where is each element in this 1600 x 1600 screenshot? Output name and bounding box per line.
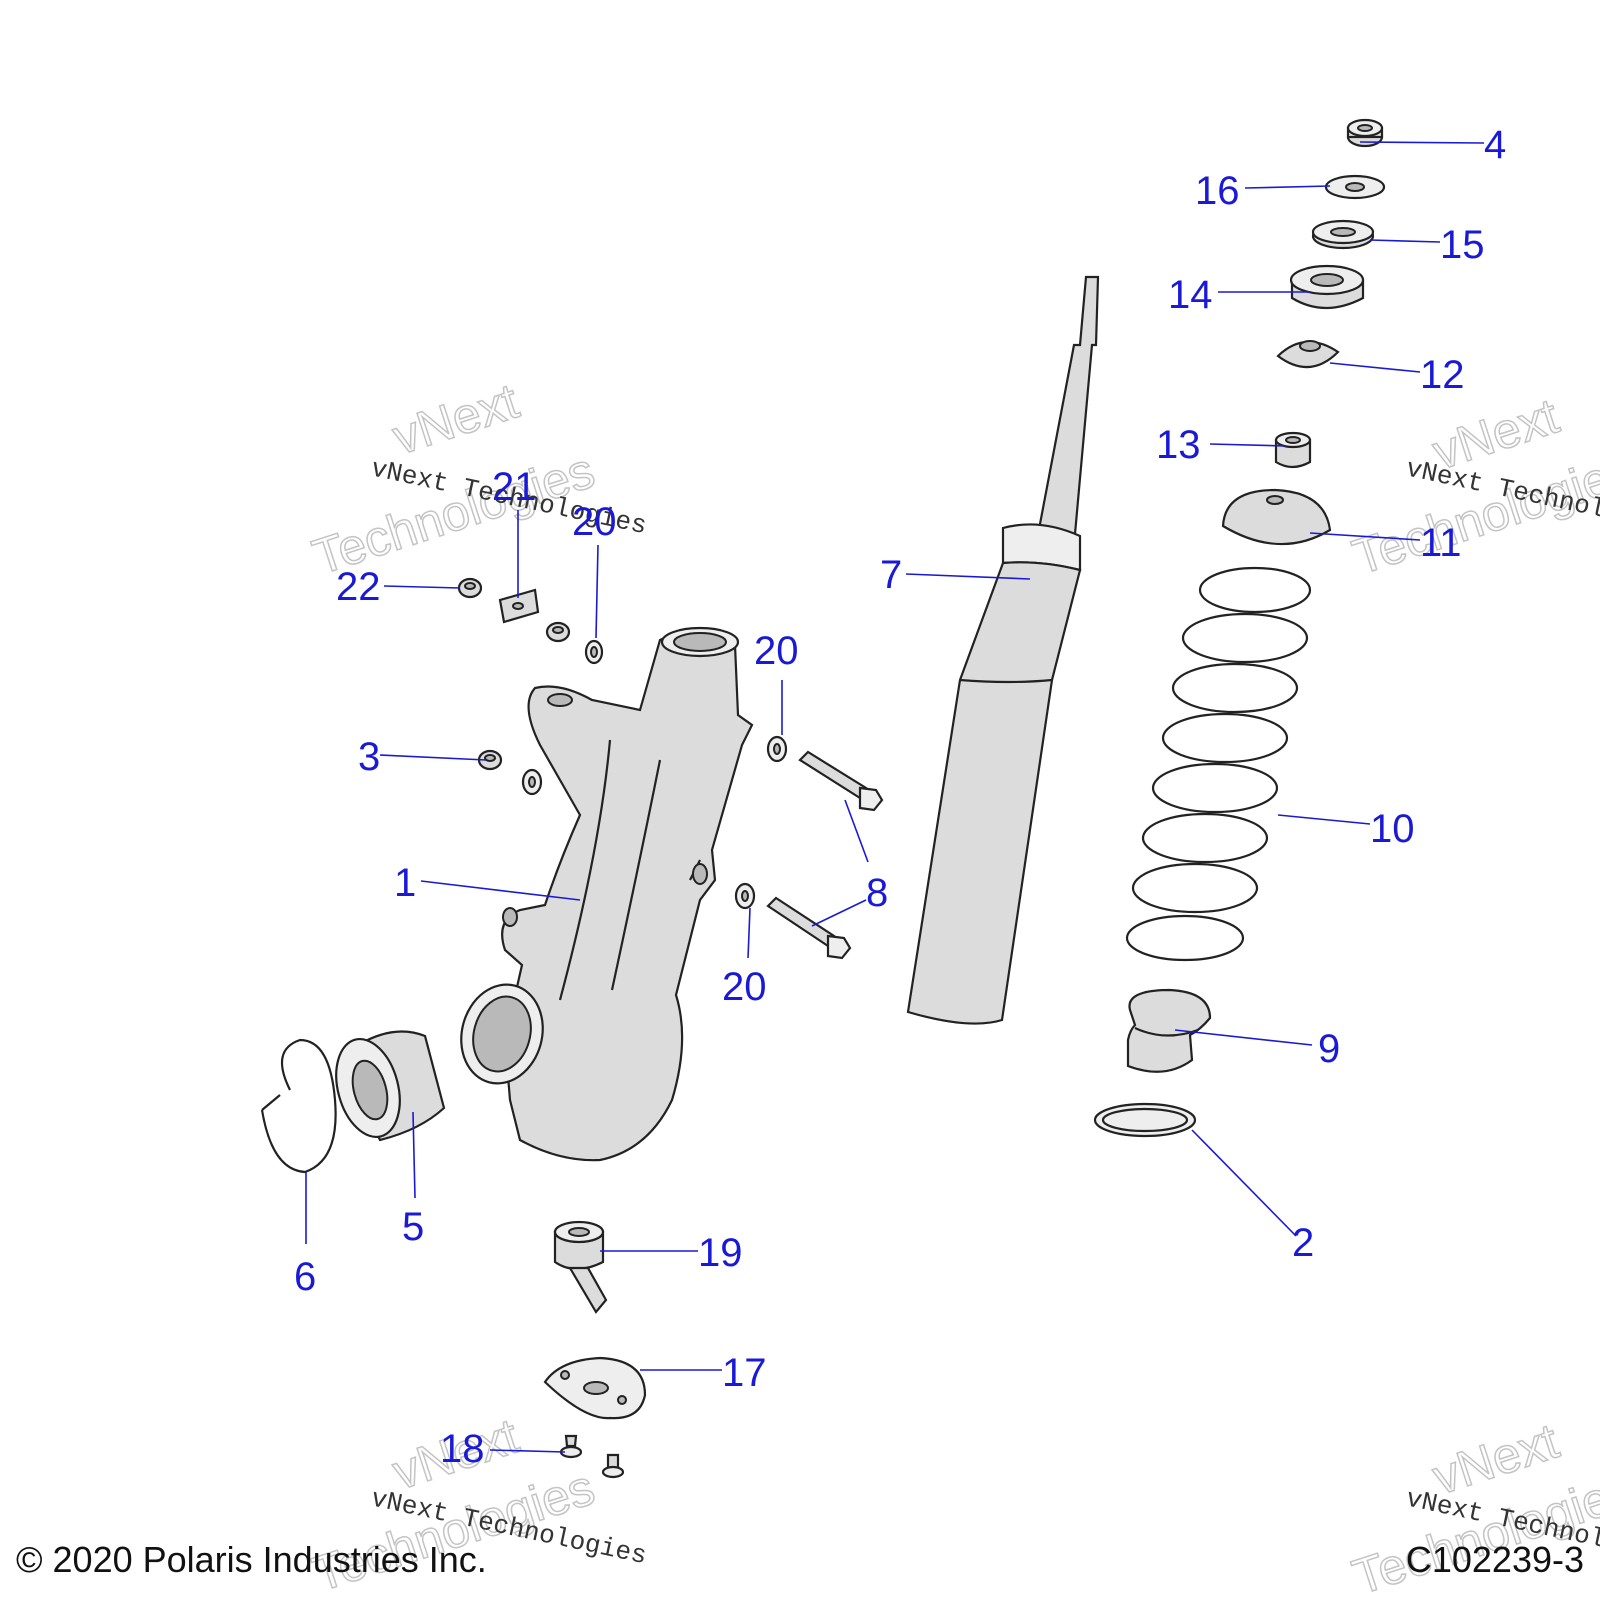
part-5-wheel-bearing xyxy=(335,1030,446,1142)
callout-20-upper: 20 xyxy=(754,629,799,673)
part-19-ball-joint xyxy=(553,1220,608,1314)
part-7-strut-shock xyxy=(906,275,1100,1025)
part-10-coil-spring xyxy=(1125,566,1312,962)
part-6-snap-ring xyxy=(260,1038,337,1174)
part-16-washer xyxy=(1324,174,1386,200)
part-8-bolts xyxy=(766,750,884,960)
part-13-sleeve xyxy=(1274,431,1312,469)
part-20-washer-lower xyxy=(734,882,756,910)
part-14-mount-bushing xyxy=(1289,264,1365,309)
callout-15: 15 xyxy=(1440,223,1485,267)
callout-5: 5 xyxy=(402,1205,424,1249)
part-2-isolator-ring xyxy=(1093,1102,1197,1138)
copyright-text: © 2020 Polaris Industries Inc. xyxy=(16,1539,487,1580)
leader-lines xyxy=(305,141,1485,1453)
callout-12: 12 xyxy=(1420,353,1465,397)
watermark-top-right: vNext Technologies vNext Technologies xyxy=(1345,387,1600,586)
callout-20-lower: 20 xyxy=(722,965,767,1009)
part-9-bump-stop xyxy=(1126,988,1212,1073)
callout-11: 11 xyxy=(1420,521,1462,565)
callout-9: 9 xyxy=(1318,1027,1340,1071)
part-23-washer xyxy=(584,639,604,665)
part-3-washer xyxy=(521,768,543,796)
callout-13: 13 xyxy=(1156,423,1201,467)
callout-4: 4 xyxy=(1484,123,1506,167)
callout-18: 18 xyxy=(440,1427,485,1471)
callout-6: 6 xyxy=(294,1255,316,1299)
callout-1: 1 xyxy=(394,861,416,905)
part-12-cup xyxy=(1276,340,1340,369)
part-23-nut xyxy=(545,621,571,643)
callout-17: 17 xyxy=(722,1351,767,1395)
part-21-clip-nut xyxy=(498,588,540,624)
part-22-nut xyxy=(457,577,483,599)
part-18-screws xyxy=(559,1434,625,1479)
callout-8: 8 xyxy=(866,871,888,915)
part-3-nut xyxy=(477,749,503,771)
callouts: 4 16 15 14 12 13 11 10 9 2 7 8 1 3 22 21… xyxy=(294,123,1506,1471)
callout-10: 10 xyxy=(1370,807,1415,851)
callout-23: 20 xyxy=(572,500,617,544)
part-1-steering-knuckle xyxy=(460,626,754,1162)
part-17-gasket-plate xyxy=(543,1356,647,1420)
callout-7: 7 xyxy=(880,553,902,597)
callout-3: 3 xyxy=(358,735,380,779)
callout-19: 19 xyxy=(698,1231,743,1275)
figure-id: C102239-3 xyxy=(1406,1539,1584,1580)
callout-21: 21 xyxy=(492,465,537,509)
watermark-top-left-line1: vNext xyxy=(386,373,525,466)
part-15-washer xyxy=(1311,219,1375,250)
callout-22: 22 xyxy=(336,565,381,609)
part-20-washer-upper xyxy=(766,735,788,763)
part-11-upper-spring-seat xyxy=(1221,488,1332,546)
callout-2: 2 xyxy=(1292,1221,1314,1265)
callout-14: 14 xyxy=(1168,273,1213,317)
callout-16: 16 xyxy=(1195,169,1240,213)
